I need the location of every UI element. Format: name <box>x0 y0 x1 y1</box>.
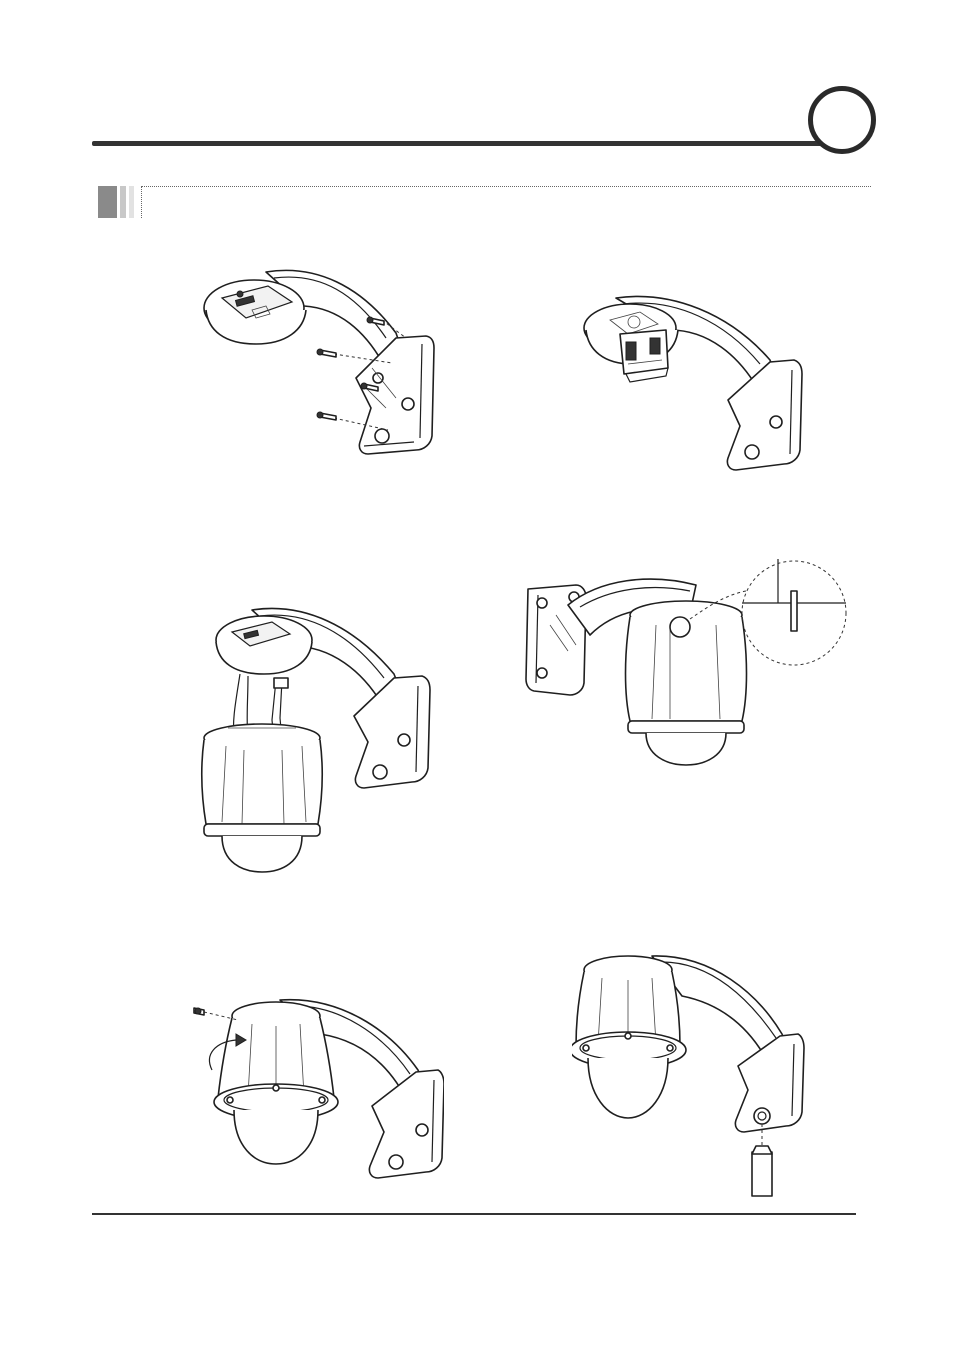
section-marker <box>98 186 142 218</box>
section-marker-block <box>120 186 126 218</box>
chapter-badge <box>808 86 876 154</box>
camera-cable-connect-illustration <box>186 600 446 875</box>
camera-rotate-lock-illustration <box>190 990 444 1186</box>
camera-alignment-detail-illustration <box>520 555 850 770</box>
camera-seal-illustration <box>572 950 808 1200</box>
bracket-board-illustration <box>580 290 810 476</box>
bracket-screws-illustration <box>196 258 442 458</box>
section-divider <box>141 186 871 187</box>
section-divider <box>141 186 142 218</box>
section-marker-block <box>129 186 134 218</box>
section-marker-block <box>98 186 117 218</box>
footer-rule <box>92 1213 856 1215</box>
header-rule <box>92 141 832 146</box>
